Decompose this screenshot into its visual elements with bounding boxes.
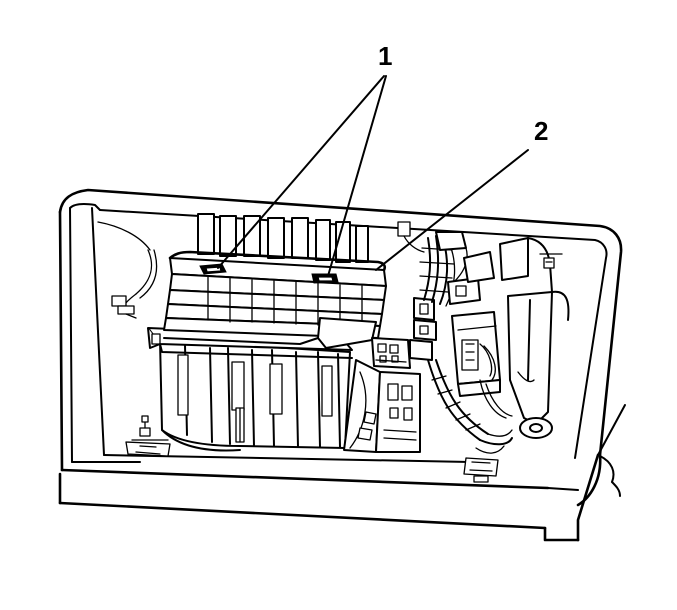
leader-2 — [375, 149, 529, 271]
retaining-clip-right — [311, 273, 339, 284]
callout-label-2: 2 — [534, 116, 548, 146]
bottom-right-clip — [463, 457, 499, 483]
hvac-case — [125, 213, 369, 457]
right-mounting-bracket — [499, 237, 570, 439]
callout-label-1: 1 — [378, 41, 392, 71]
retaining-clip-left — [199, 263, 227, 275]
leader-1-right — [327, 75, 387, 277]
left-wiring-harness — [111, 249, 158, 319]
callout-leader-lines — [217, 75, 529, 277]
leader-1-left — [217, 75, 385, 269]
instrument-panel-housing — [58, 188, 626, 542]
right-wiring-harness — [397, 221, 513, 454]
center-connector-stack — [343, 297, 437, 453]
